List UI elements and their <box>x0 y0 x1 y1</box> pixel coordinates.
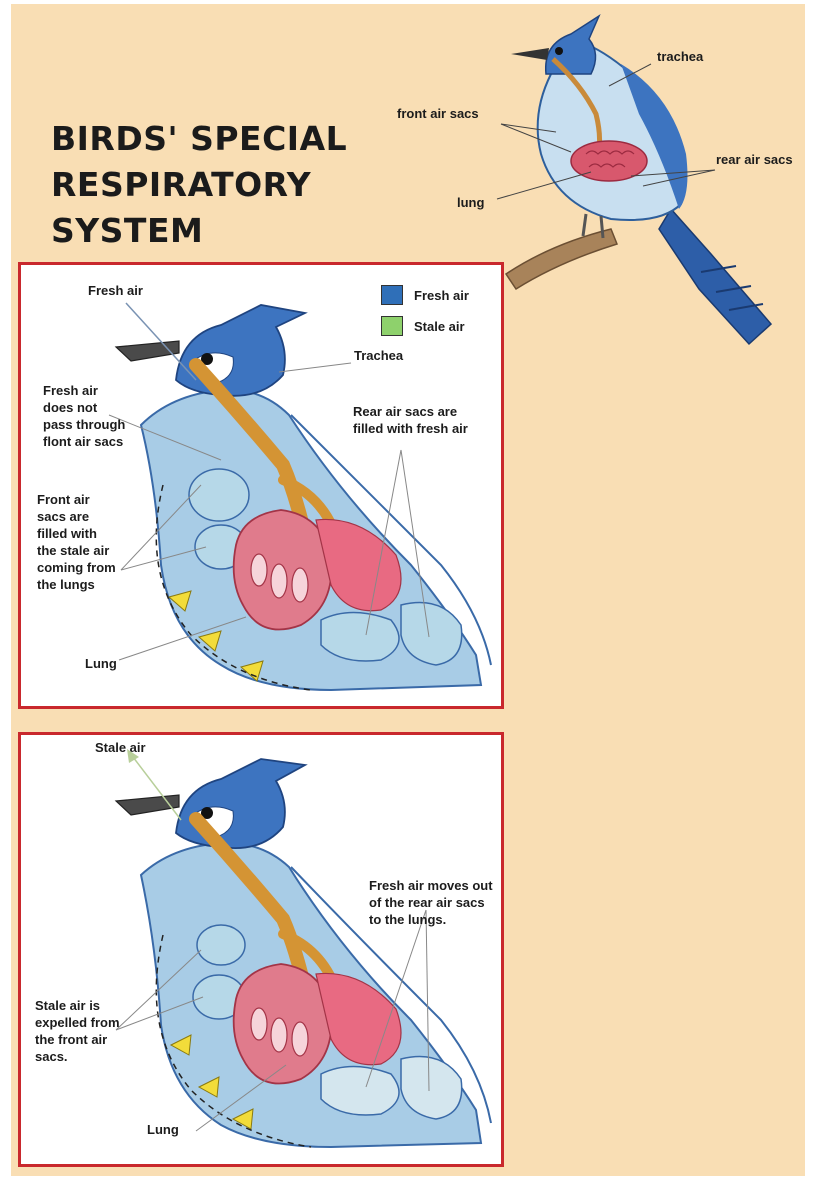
label-front-sacs-filled: Front air sacs are filled with the stale… <box>37 491 116 593</box>
legend-swatch-stale <box>381 316 403 336</box>
label-stale-air-out: Stale air <box>95 739 146 756</box>
legend-label-fresh: Fresh air <box>414 287 469 304</box>
label-lung-2: Lung <box>147 1121 179 1138</box>
legend-swatch-fresh <box>381 285 403 305</box>
label-stale-expelled: Stale air is expelled from the front air… <box>35 997 120 1065</box>
label-fresh-moves-out: Fresh air moves out of the rear air sacs… <box>369 877 493 928</box>
label-rear-air-sacs-top: rear air sacs <box>716 151 793 168</box>
label-fresh-air-not-pass: Fresh air does not pass through flont ai… <box>43 382 125 450</box>
label-rear-sacs-filled: Rear air sacs are filled with fresh air <box>353 403 468 437</box>
inhalation-panel: Fresh air Fresh air Stale air Trachea Fr… <box>18 262 504 709</box>
label-lung-top: lung <box>457 194 484 211</box>
label-trachea: Trachea <box>354 347 403 364</box>
exhalation-panel: Stale air Fresh air moves out of the rea… <box>18 732 504 1167</box>
label-lung: Lung <box>85 655 117 672</box>
label-trachea-top: trachea <box>657 48 703 65</box>
page-background: BIRDS' SPECIAL RESPIRATORY SYSTEM trache… <box>11 4 805 1176</box>
label-front-air-sacs-top: front air sacs <box>397 105 479 122</box>
exhalation-diagram <box>21 735 501 1164</box>
label-fresh-air-in: Fresh air <box>88 282 143 299</box>
legend-label-stale: Stale air <box>414 318 465 335</box>
